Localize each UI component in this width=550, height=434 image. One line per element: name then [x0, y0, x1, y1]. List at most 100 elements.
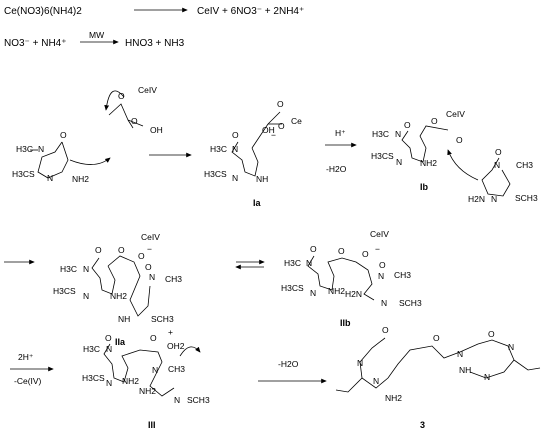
- svg-text:NH2: NH2: [328, 286, 345, 296]
- svg-text:H3C: H3C: [372, 129, 389, 139]
- label-3: 3: [420, 420, 425, 430]
- svg-text:CH3: CH3: [394, 270, 411, 280]
- svg-text:O: O: [431, 116, 438, 126]
- label-Ia: Ia: [253, 198, 262, 208]
- svg-text:O: O: [138, 251, 145, 261]
- svg-text:O: O: [382, 325, 389, 335]
- svg-text:SCH3: SCH3: [151, 314, 174, 324]
- svg-text:N: N: [396, 157, 402, 167]
- svg-text:NH2: NH2: [139, 386, 156, 396]
- svg-text:OH: OH: [262, 125, 275, 135]
- svg-text:O: O: [338, 246, 345, 256]
- svg-text:N: N: [378, 271, 384, 281]
- svg-text:N: N: [232, 173, 238, 183]
- svg-text:H3CS: H3CS: [281, 283, 304, 293]
- svg-text:O: O: [310, 244, 317, 254]
- pyrimidine-second: O CH3 N H2N N SCH3: [468, 147, 538, 204]
- svg-text:−: −: [147, 244, 152, 254]
- svg-text:O: O: [379, 260, 386, 270]
- label-Ib: Ib: [420, 182, 429, 192]
- svg-text:NH2: NH2: [72, 174, 89, 184]
- svg-text:O: O: [118, 91, 125, 101]
- intermediate-III: O O + OH2 H3C N H3CS N NH2 N CH3 NH2 N S…: [82, 327, 210, 405]
- svg-text:O: O: [95, 245, 102, 255]
- svg-text:H3CS: H3CS: [371, 151, 394, 161]
- intermediate-Ib: O H3C N H3CS N NH2 O CeIV O: [371, 109, 465, 168]
- svg-text:O: O: [118, 245, 125, 255]
- step-iii-top: 2H⁺: [18, 352, 34, 362]
- svg-text:N: N: [494, 160, 500, 170]
- svg-text:NH2: NH2: [420, 158, 437, 168]
- svg-text:NH: NH: [459, 365, 471, 375]
- label-IIb: IIb: [340, 318, 351, 328]
- svg-text:+: +: [168, 327, 173, 337]
- curved-arrow-2: [104, 90, 125, 111]
- svg-text:N: N: [395, 129, 401, 139]
- diketone-ce-complex: CeIV O O OH: [108, 85, 163, 135]
- label-III: III: [148, 420, 156, 430]
- svg-text:CeIV: CeIV: [138, 85, 157, 95]
- svg-text:N: N: [306, 258, 312, 268]
- svg-text:N: N: [381, 298, 387, 308]
- svg-text:N: N: [106, 378, 112, 388]
- svg-text:O: O: [362, 249, 369, 259]
- svg-text:H3CS: H3CS: [12, 169, 35, 179]
- svg-text:H3CS: H3CS: [204, 169, 227, 179]
- svg-text:N: N: [152, 365, 158, 375]
- svg-text:NH2: NH2: [122, 376, 139, 386]
- curved-arrow-3: [447, 149, 479, 181]
- svg-text:H3C: H3C: [83, 344, 100, 354]
- curved-arrow-4: [179, 346, 201, 357]
- svg-text:CeIV: CeIV: [141, 232, 160, 242]
- svg-text:SCH3: SCH3: [515, 193, 538, 203]
- step-iii-bottom: -Ce(IV): [14, 376, 42, 386]
- eq2-products: HNO3 + NH3: [125, 38, 185, 49]
- svg-text:N: N: [83, 264, 89, 274]
- svg-text:H2N: H2N: [468, 194, 485, 204]
- svg-text:O: O: [488, 329, 495, 339]
- svg-text:N: N: [310, 288, 316, 298]
- svg-text:Ce: Ce: [291, 116, 302, 126]
- svg-text:N: N: [83, 291, 89, 301]
- svg-text:O: O: [150, 333, 157, 343]
- step-b-bottom: -H2O: [326, 164, 347, 174]
- svg-text:H3C: H3C: [60, 264, 77, 274]
- svg-text:NH: NH: [256, 174, 268, 184]
- svg-text:CeIV: CeIV: [446, 109, 465, 119]
- label-IIa: IIa: [115, 337, 126, 347]
- intermediate-Ia: O H3C N H3CS N NH OH O O Ce −: [204, 99, 302, 184]
- svg-text:H3C: H3C: [210, 144, 227, 154]
- svg-text:SCH3: SCH3: [187, 395, 210, 405]
- svg-text:OH2: OH2: [167, 341, 185, 351]
- svg-text:NH2: NH2: [385, 393, 402, 403]
- svg-text:O: O: [433, 333, 440, 343]
- svg-text:H3C: H3C: [16, 144, 33, 154]
- intermediate-IIb: CeIV O O − O H3C N H3CS N NH2 O N CH3 H2…: [281, 229, 422, 308]
- svg-text:SCH3: SCH3: [399, 298, 422, 308]
- svg-text:N: N: [232, 144, 238, 154]
- svg-text:−: −: [375, 244, 380, 254]
- eq1-products: CeIV + 6NO3⁻ + 2NH4⁺: [197, 6, 304, 17]
- svg-text:NH: NH: [118, 314, 130, 324]
- svg-text:O: O: [278, 121, 285, 131]
- svg-text:O: O: [277, 99, 284, 109]
- svg-text:CeIV: CeIV: [370, 229, 389, 239]
- svg-text:H3CS: H3CS: [82, 373, 105, 383]
- svg-text:H3CS: H3CS: [53, 286, 76, 296]
- svg-text:O: O: [495, 147, 502, 157]
- svg-text:N: N: [106, 344, 112, 354]
- eq2-reactants: NO3⁻ + NH4⁺: [4, 38, 67, 49]
- curved-arrow-1: [69, 157, 111, 165]
- svg-text:H3C: H3C: [284, 258, 301, 268]
- svg-text:NH2: NH2: [110, 291, 127, 301]
- eq1-reactant: Ce(NO3)6(NH4)2: [4, 6, 82, 17]
- svg-text:N: N: [491, 194, 497, 204]
- step-b-top: H⁺: [335, 128, 346, 138]
- svg-text:N: N: [373, 376, 379, 386]
- pyrimidine-start: O H3C N H3CS N NH2: [12, 130, 89, 184]
- svg-text:OH: OH: [150, 125, 163, 135]
- svg-text:O: O: [404, 120, 411, 130]
- step-final: -H2O: [278, 359, 299, 369]
- svg-text:N: N: [47, 173, 53, 183]
